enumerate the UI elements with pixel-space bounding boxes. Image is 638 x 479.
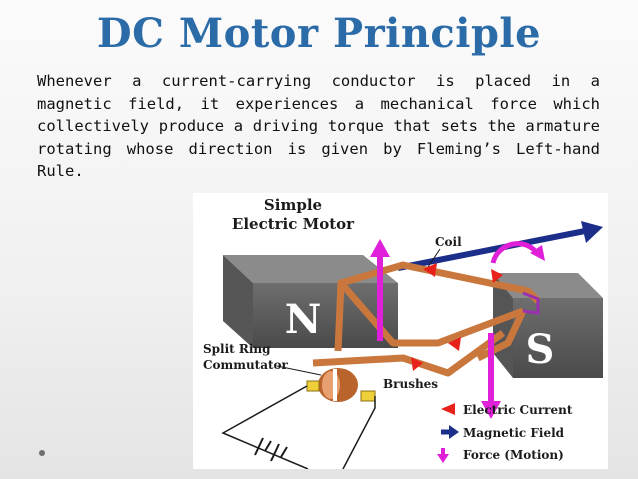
brush-right [360,390,376,402]
split-ring-pointer [276,365,322,376]
rotation-arrow [490,241,545,264]
legend: Electric Current Magnetic Field Force (M… [437,403,573,463]
bullet-dot [39,450,45,456]
brush-left [306,380,320,392]
split-ring-commutator [318,368,358,402]
brushes-label: Brushes [383,377,438,391]
motor-diagram-svg: Simple Electric Motor N S [203,196,603,469]
external-circuit [221,385,376,469]
split-ring-label-line2: Commutator [203,358,289,372]
north-magnet [223,255,398,348]
slide-title: DC Motor Principle [96,10,542,57]
force-arrow-up [370,239,390,341]
force-arrow-down [481,333,501,419]
diagram-heading-line2: Electric Motor [232,215,355,233]
slide-paragraph: Whenever a current-carrying conductor is… [37,72,600,180]
current-arrows [411,263,503,371]
legend-force-label: Force (Motion) [463,448,564,462]
pole-north-label: N [285,296,322,343]
legend-field-label: Magnetic Field [463,426,565,440]
pole-south-label: S [526,326,555,373]
magnetic-field-arrow [397,221,603,271]
battery-icon [254,437,288,462]
legend-item-field: Magnetic Field [441,425,565,440]
legend-item-force: Force (Motion) [437,448,564,463]
motor-diagram: Simple Electric Motor N S [193,193,608,469]
coil-edge [522,291,540,315]
split-ring-label-line1: Split Ring [203,342,271,356]
coil-pointer [427,248,441,268]
legend-current-label: Electric Current [463,403,573,417]
coil-label: Coil [435,235,462,249]
armature-coil [312,261,541,377]
legend-item-current: Electric Current [441,403,573,417]
diagram-heading-line1: Simple [264,196,322,214]
